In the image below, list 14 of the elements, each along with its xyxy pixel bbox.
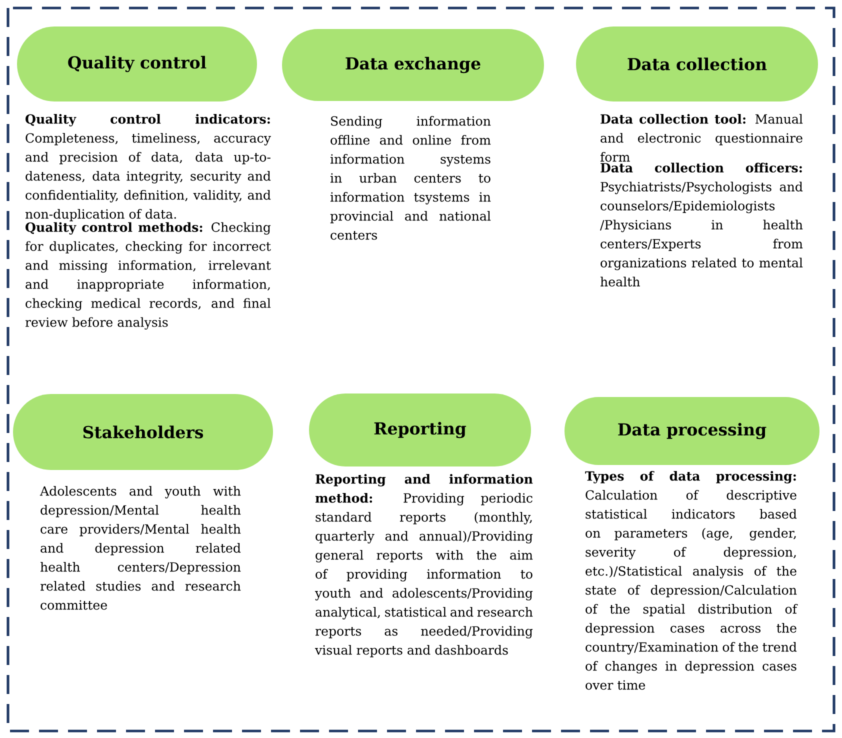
title-pill: Stakeholders (13, 394, 273, 470)
description-text: Data collection officers: Psychiatrists/Psychologists and counselors/Epidemiologists /Physicians in health centers/Experts from organizations related to mental health (600, 162, 803, 286)
title-pill: Data collection (576, 26, 818, 102)
description-text: Sending information offline and online from information systems in urban centers to information tsystems in provincial and national centers (330, 116, 491, 240)
title-pill: Quality control (17, 26, 257, 102)
description-text: Types of data processing: Calculation of descriptive statistical indicators based on parameters (age, gender, severity of depression, etc.)/Statistical analysis of the state of depression/Calculation of the spatial distribution of depression cases across the country/Examination of the trend of changes in depression cases over time (585, 471, 798, 690)
description-text: Quality control indicators: Completeness, timeliness, accuracy and precision of data, data up-to-dateness, data integrity, security and confidentiality, definition, validity, and non-duplication of data. (25, 114, 271, 222)
title-pill: Reporting (309, 394, 531, 466)
description-text: Adolescents and youth with depression/Mental health care providers/Mental health and depression related health centers/Depression related studies and research committee (40, 486, 241, 610)
title-pill: Data exchange (282, 29, 544, 101)
description-text: Data collection tool: Manual and electronic questionnaire form (600, 114, 803, 162)
description-text: Reporting and information method: Providing periodic standard reports (monthly, quarterly and annual)/Providing general reports with the aim of providing information to youth and adolescents/Providing analytical, statistical and research reports as needed/Providing visual reports and dashboards (314, 474, 533, 658)
title-pill: Data processing (564, 397, 820, 465)
description-text: Quality control methods: Checking for duplicates, checking for incorrect and missing information, irrelevant and inappropriate information, checking medical records, and final review before analysis (25, 222, 271, 330)
